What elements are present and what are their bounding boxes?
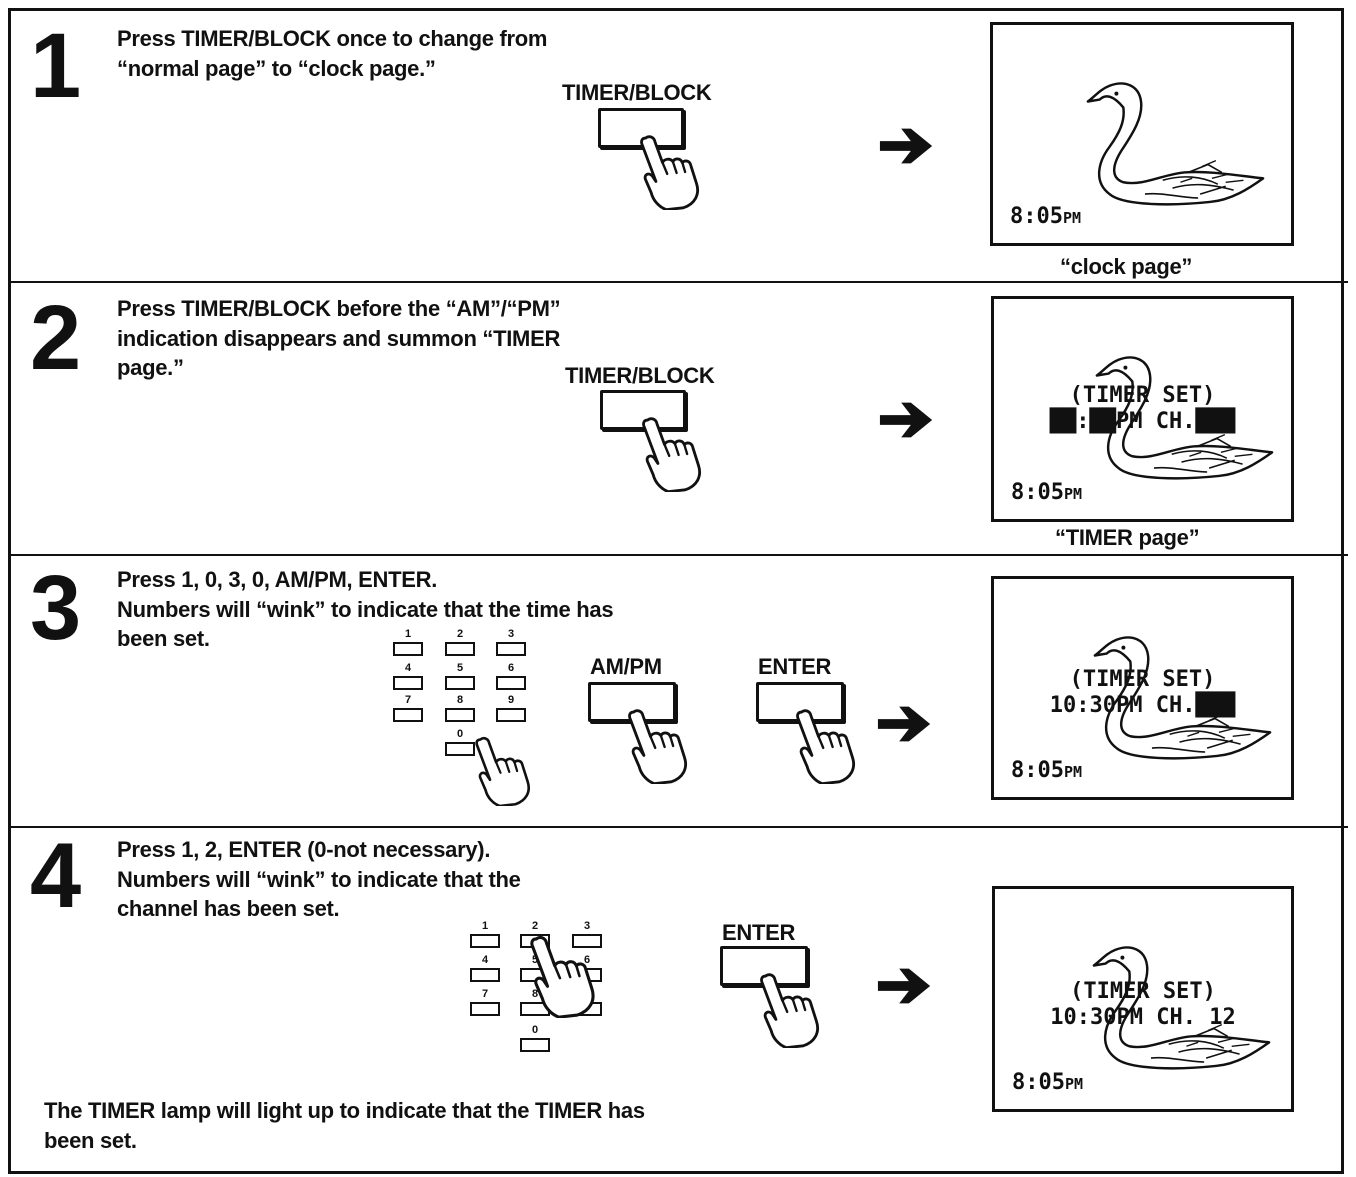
- key-label: 3: [572, 920, 602, 932]
- pointing-hand-icon: [528, 934, 600, 1018]
- clock-display: 8:05PM: [1012, 1070, 1083, 1095]
- step-number: 4: [30, 830, 79, 922]
- tv-screen: (TIMER SET) 10:30PM CH. 12 8:05PM: [992, 886, 1294, 1112]
- key-4: [470, 968, 500, 982]
- timer-set-line-1: (TIMER SET): [995, 979, 1291, 1004]
- key-1: [470, 934, 500, 948]
- footer-note: The TIMER lamp will light up to indicate…: [44, 1096, 645, 1155]
- key-label: 4: [470, 954, 500, 966]
- key-label: 0: [520, 1024, 550, 1036]
- timer-set-line-2: 10:30PM CH. 12: [995, 1005, 1291, 1030]
- key-7: [470, 1002, 500, 1016]
- key-label: 7: [470, 988, 500, 1000]
- enter-button-label: ENTER: [722, 920, 795, 946]
- key-0: [520, 1038, 550, 1052]
- right-arrow-icon: [876, 964, 934, 1008]
- pointing-hand-icon: [758, 972, 824, 1048]
- step-instruction: Press 1, 2, ENTER (0-not necessary). Num…: [117, 835, 521, 924]
- key-label: 2: [520, 920, 550, 932]
- key-label: 1: [470, 920, 500, 932]
